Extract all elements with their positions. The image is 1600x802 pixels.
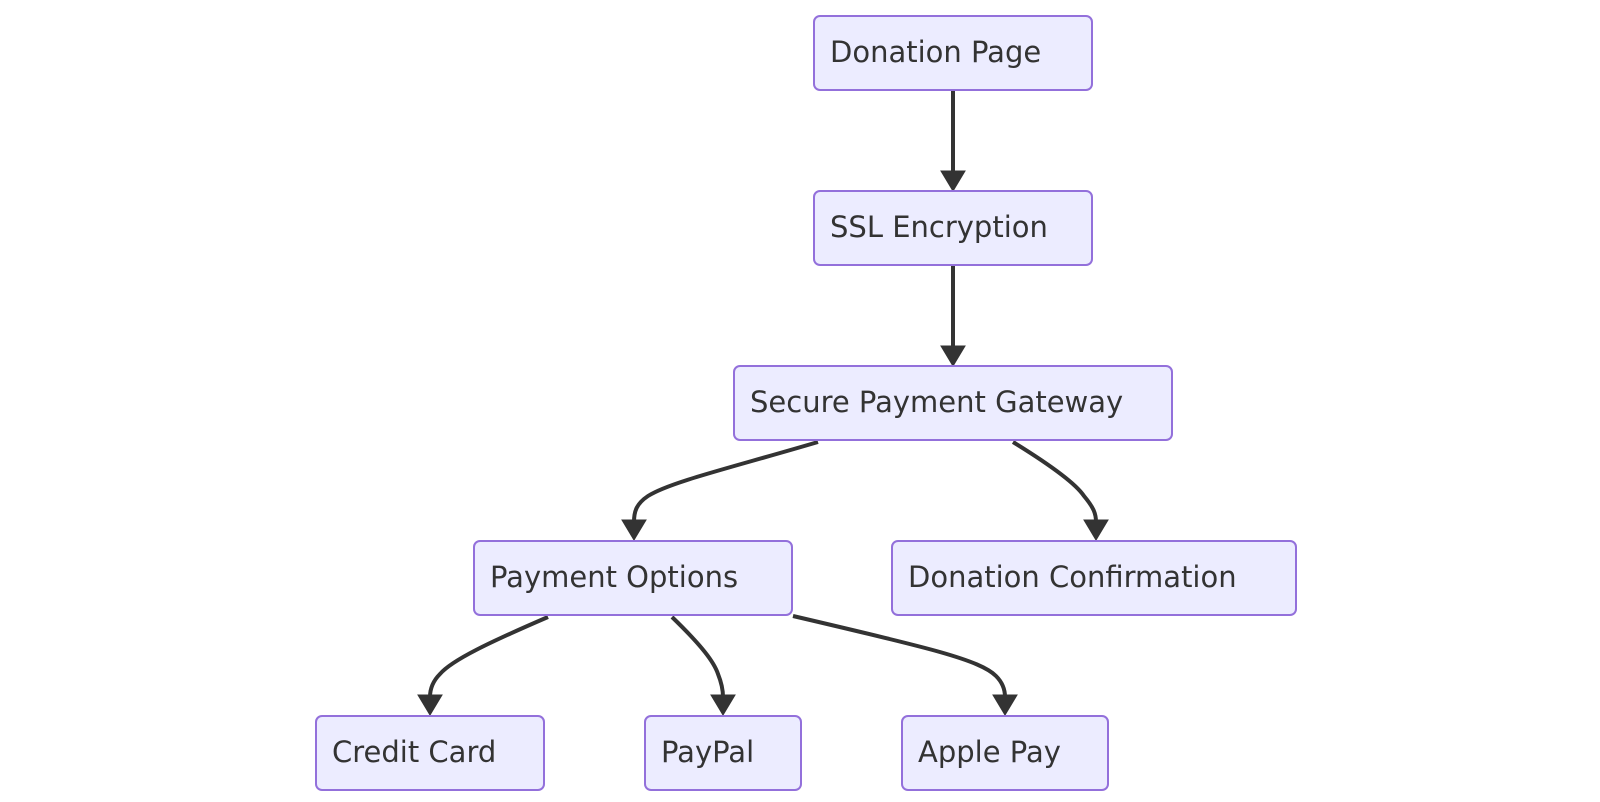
edge-payment-options-to-credit-card <box>417 615 549 716</box>
edge-gateway-to-donation-confirmation <box>1011 440 1109 541</box>
node-credit-card-label: Credit Card <box>332 735 496 769</box>
edge-gateway-to-payment-options <box>621 440 819 541</box>
node-credit-card[interactable]: Credit Card <box>315 715 545 791</box>
edge-ssl-to-gateway <box>940 266 966 367</box>
node-secure-payment-gateway-label: Secure Payment Gateway <box>750 385 1123 419</box>
node-donation-page[interactable]: Donation Page <box>813 15 1093 91</box>
node-donation-page-label: Donation Page <box>830 35 1041 69</box>
node-donation-confirmation[interactable]: Donation Confirmation <box>891 540 1297 616</box>
node-payment-options[interactable]: Payment Options <box>473 540 793 616</box>
node-apple-pay-label: Apple Pay <box>918 735 1061 769</box>
node-ssl-encryption[interactable]: SSL Encryption <box>813 190 1093 266</box>
edge-payment-options-to-paypal <box>670 615 736 716</box>
node-payment-options-label: Payment Options <box>490 560 738 594</box>
edge-payment-options-to-apple-pay <box>792 614 1018 716</box>
node-ssl-encryption-label: SSL Encryption <box>830 210 1048 244</box>
node-apple-pay[interactable]: Apple Pay <box>901 715 1109 791</box>
node-paypal[interactable]: PayPal <box>644 715 802 791</box>
node-donation-confirmation-label: Donation Confirmation <box>908 560 1237 594</box>
node-paypal-label: PayPal <box>661 735 754 769</box>
edge-donation-page-to-ssl <box>940 91 966 192</box>
node-secure-payment-gateway[interactable]: Secure Payment Gateway <box>733 365 1173 441</box>
